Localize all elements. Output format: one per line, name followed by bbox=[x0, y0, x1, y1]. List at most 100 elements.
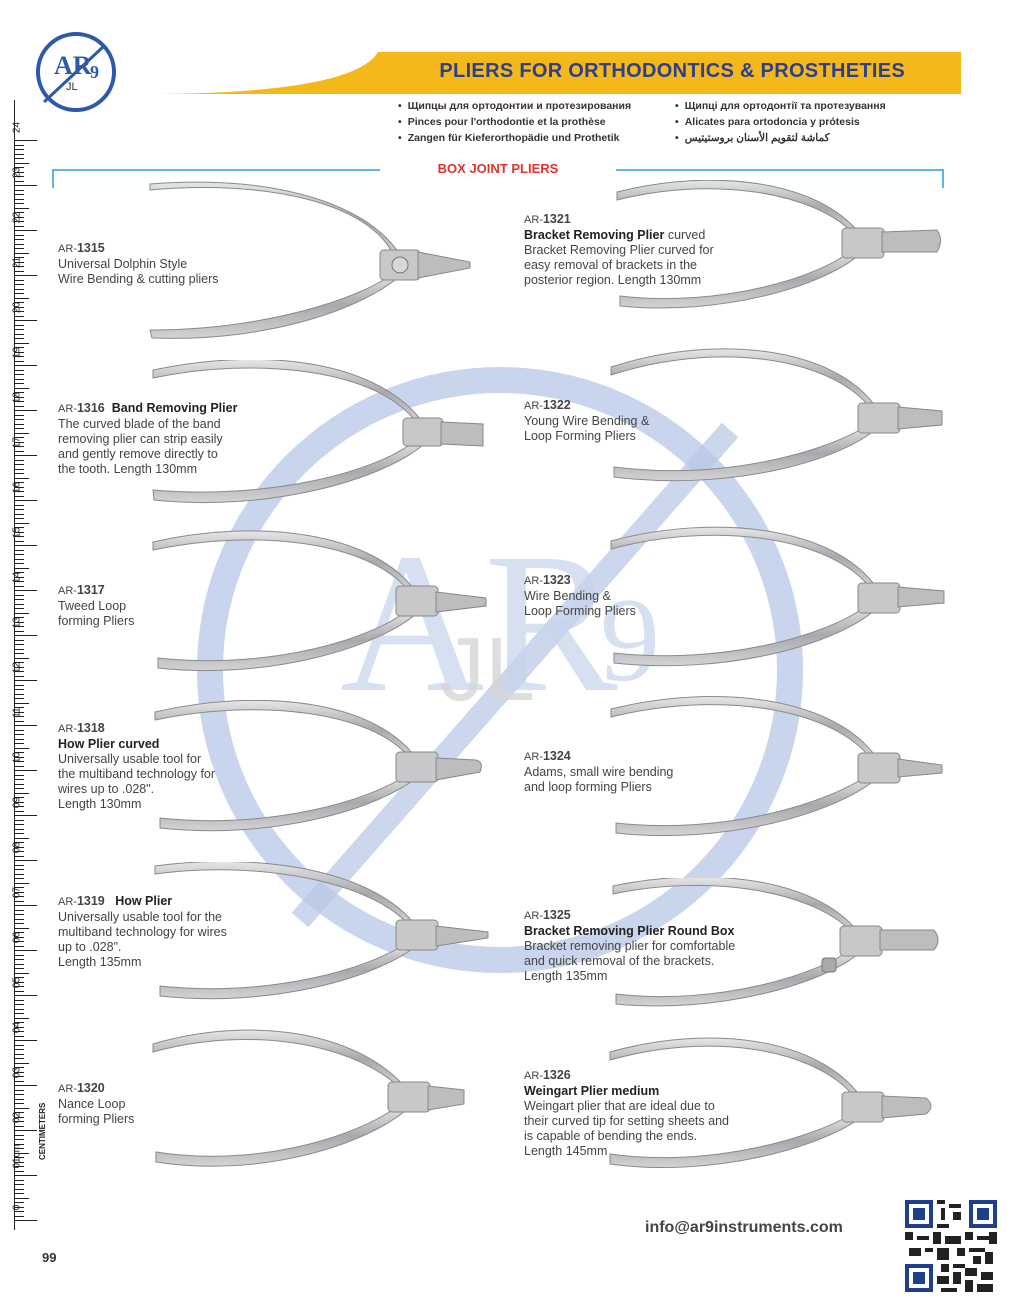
ruler-tick bbox=[15, 1143, 24, 1145]
ruler-tick bbox=[15, 626, 24, 627]
ruler-tick bbox=[15, 531, 24, 533]
ruler-tick bbox=[15, 873, 24, 875]
ruler-tick bbox=[15, 1112, 24, 1113]
ruler-tick bbox=[15, 279, 24, 281]
ruler-tick bbox=[15, 297, 29, 299]
plier-image-1318 bbox=[154, 700, 482, 832]
qr-code-icon[interactable] bbox=[905, 1200, 997, 1292]
ruler-tick bbox=[15, 639, 24, 641]
ruler-tick bbox=[15, 905, 37, 906]
ruler-tick bbox=[15, 455, 37, 456]
ruler-tick bbox=[15, 716, 24, 717]
ruler-tick bbox=[15, 860, 37, 861]
ruler-tick bbox=[15, 603, 24, 605]
ruler-tick bbox=[15, 450, 24, 452]
header-banner: PLIERS FOR ORTHODONTICS & PROSTHETIES bbox=[143, 52, 961, 94]
ruler-tick bbox=[15, 1089, 24, 1091]
product-code: AR-1315 bbox=[58, 241, 105, 255]
desc-line: Wire Bending & cutting pliers bbox=[58, 272, 219, 286]
ruler-tick bbox=[15, 608, 24, 609]
product-title: Weingart Plier medium bbox=[524, 1084, 660, 1098]
ruler-tick bbox=[15, 1031, 24, 1032]
ruler-tick bbox=[15, 1044, 24, 1046]
desc-line: Young Wire Bending & bbox=[524, 414, 650, 428]
ruler-tick bbox=[15, 509, 24, 510]
desc-line: wires up to .028". bbox=[58, 782, 155, 796]
product-code: AR-1320 bbox=[58, 1081, 105, 1095]
ruler-label: 21 bbox=[11, 256, 23, 269]
ruler-tick bbox=[15, 365, 37, 366]
ruler-tick bbox=[15, 837, 29, 839]
ruler-tick bbox=[15, 738, 24, 740]
ruler-tick bbox=[15, 333, 24, 335]
ruler-tick bbox=[15, 725, 37, 726]
ruler-tick bbox=[15, 666, 24, 668]
ruler-tick bbox=[15, 153, 24, 155]
ruler-tick bbox=[15, 711, 24, 713]
desc-line: Length 145mm bbox=[524, 1144, 608, 1158]
ruler-tick bbox=[15, 756, 24, 758]
ruler-tick bbox=[15, 392, 24, 393]
ruler-tick bbox=[15, 1026, 24, 1028]
desc-line: multiband technology for wires bbox=[58, 925, 227, 939]
ruler-tick bbox=[15, 347, 24, 348]
ruler-tick bbox=[15, 419, 24, 420]
product-title: Bracket Removing Plier Round Box bbox=[524, 924, 735, 938]
ruler-tick bbox=[15, 1103, 24, 1104]
desc-line: up to .028". bbox=[58, 940, 122, 954]
ruler-tick bbox=[15, 1161, 24, 1163]
ruler-tick bbox=[15, 954, 24, 956]
desc-line: Length 135mm bbox=[58, 955, 142, 969]
ruler-label: 02 bbox=[11, 1111, 23, 1124]
ruler-tick bbox=[15, 140, 37, 141]
ruler-tick bbox=[15, 824, 24, 825]
ruler-tick bbox=[15, 293, 24, 294]
ruler-tick bbox=[15, 428, 24, 429]
ruler-tick bbox=[15, 1067, 24, 1068]
ruler-tick bbox=[15, 851, 24, 852]
desc-line: Bracket removing plier for comfortable bbox=[524, 939, 736, 953]
desc-line: Length 130mm bbox=[58, 797, 142, 811]
ruler-tick bbox=[15, 473, 24, 474]
ruler-tick bbox=[15, 1152, 29, 1154]
ruler-tick bbox=[15, 284, 24, 285]
ruler-tick bbox=[15, 675, 24, 677]
ruler-tick bbox=[15, 288, 24, 290]
ruler-tick bbox=[15, 833, 24, 834]
ruler-label: 08 bbox=[11, 841, 23, 854]
product-code: AR-1326 bbox=[524, 1068, 571, 1082]
ruler-tick bbox=[15, 1098, 24, 1100]
ruler-tick bbox=[15, 594, 24, 596]
desc-line: the tooth. Length 130mm bbox=[58, 462, 197, 476]
ruler-tick bbox=[15, 486, 24, 488]
logo-nine: 9 bbox=[90, 62, 99, 82]
ruler-label: 18 bbox=[11, 391, 23, 404]
translation-ru: Щипцы для ортодонтии и протезирования bbox=[398, 98, 631, 114]
ruler-tick bbox=[15, 275, 37, 276]
product-ar-1324: AR-1324 Adams, small wire bending and lo… bbox=[524, 749, 774, 795]
ruler-tick bbox=[15, 707, 24, 708]
ruler-label: 12 bbox=[11, 661, 23, 674]
ruler-tick bbox=[15, 230, 37, 231]
ruler-tick bbox=[15, 1008, 24, 1010]
ruler-tick bbox=[15, 576, 24, 578]
ruler-tick bbox=[15, 432, 29, 434]
ruler-tick bbox=[15, 1053, 24, 1055]
desc-line: The curved blade of the band bbox=[58, 417, 221, 431]
ruler-tick bbox=[15, 257, 24, 258]
desc-line: and quick removal of the brackets. bbox=[524, 954, 715, 968]
ruler-tick bbox=[15, 194, 24, 195]
ruler-tick bbox=[15, 977, 24, 978]
ruler-tick bbox=[15, 180, 24, 182]
product-ar-1319: AR-1319 How Plier Universally usable too… bbox=[58, 894, 308, 970]
footer-email[interactable]: info@ar9instruments.com bbox=[645, 1219, 843, 1236]
product-ar-1316: AR-1316 Band Removing Plier The curved b… bbox=[58, 401, 308, 477]
translations-right: Щипці для ортодонтії та протезування Ali… bbox=[675, 98, 886, 146]
ruler-tick bbox=[15, 545, 37, 546]
ruler-tick bbox=[15, 927, 29, 929]
product-code: AR-1316 Band Removing Plier bbox=[58, 401, 238, 415]
ruler-label: 13 bbox=[11, 616, 23, 629]
product-code: AR-1317 bbox=[58, 583, 105, 597]
plier-image-1319 bbox=[154, 862, 489, 1000]
